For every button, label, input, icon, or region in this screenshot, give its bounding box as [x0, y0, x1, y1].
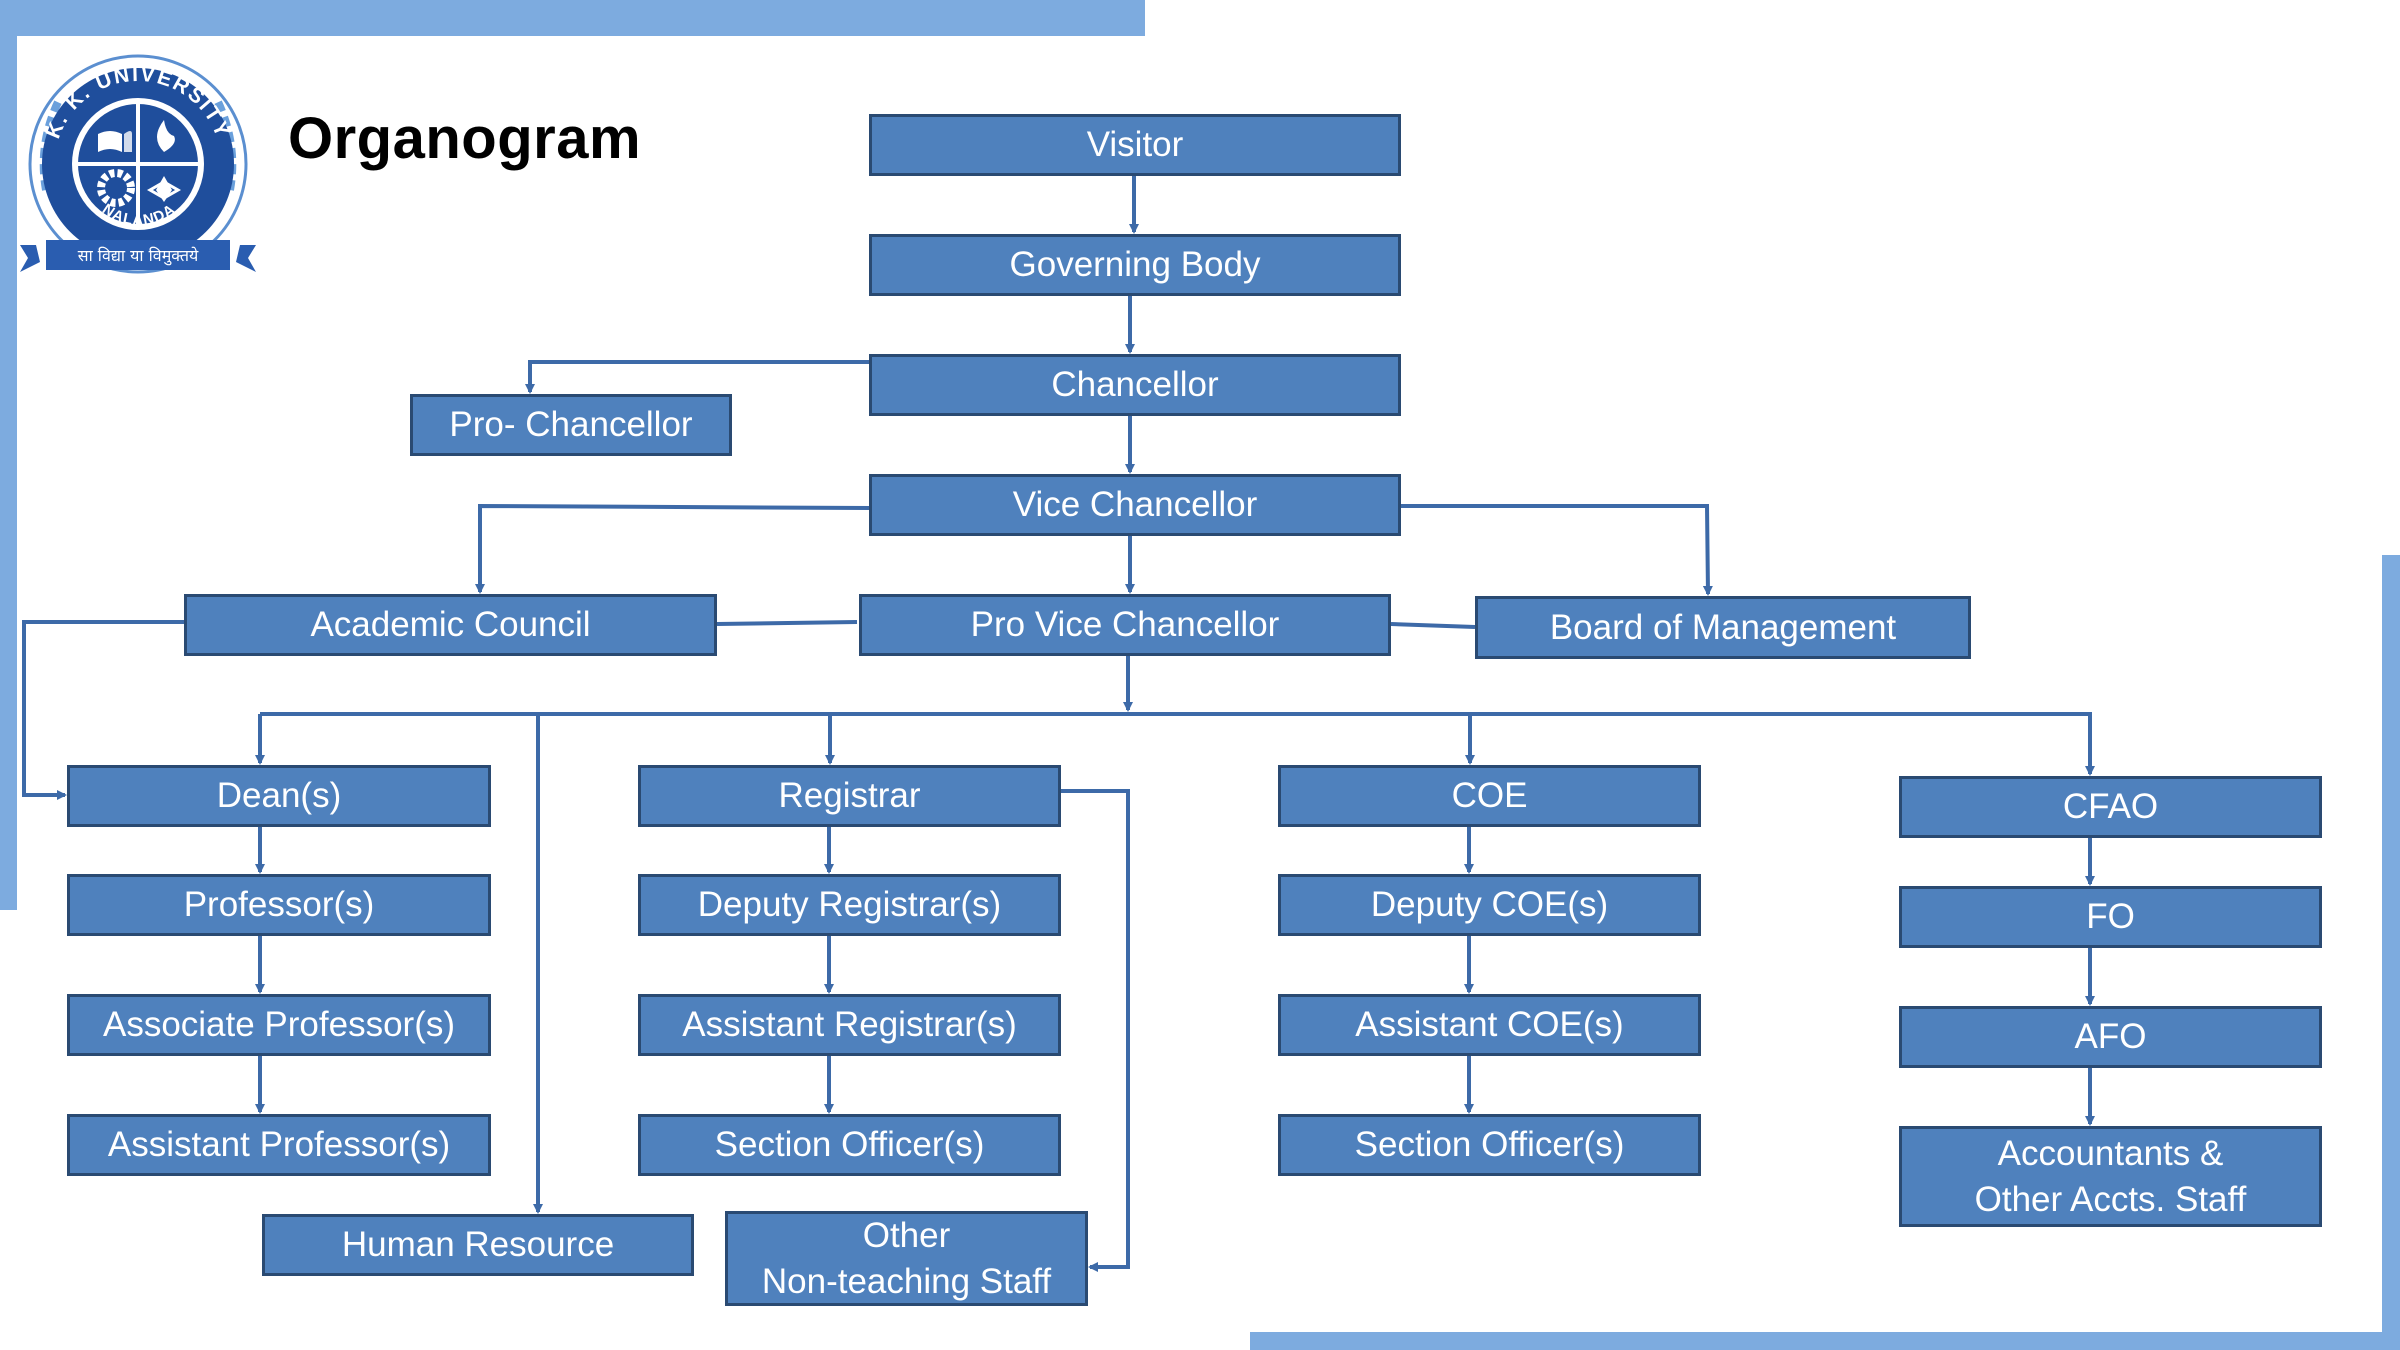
- connector-line: [716, 620, 858, 626]
- fo-box: FO: [1899, 886, 2322, 948]
- vice-chancellor-box: Vice Chancellor: [869, 474, 1401, 536]
- assistant-professors-box: Assistant Professor(s): [67, 1114, 491, 1176]
- logo-motto: सा विद्या या विमुक्तये: [78, 246, 199, 266]
- human-resource-box: Human Resource: [262, 1214, 694, 1276]
- afo-box: AFO: [1899, 1006, 2322, 1068]
- professors-box: Professor(s): [67, 874, 491, 936]
- section-officers-coe-box: Section Officer(s): [1278, 1114, 1701, 1176]
- deputy-coes-box: Deputy COE(s): [1278, 874, 1701, 936]
- visitor-box: Visitor: [869, 114, 1401, 176]
- cfao-box: CFAO: [1899, 776, 2322, 838]
- connector-line: [1390, 622, 1476, 629]
- pro-vice-chancellor-box: Pro Vice Chancellor: [859, 594, 1391, 656]
- registrar-box: Registrar: [638, 765, 1061, 827]
- deputy-registrars-box: Deputy Registrar(s): [638, 874, 1061, 936]
- connector-line: [1061, 789, 1130, 1272]
- governing-body-box: Governing Body: [869, 234, 1401, 296]
- assistant-coes-box: Assistant COE(s): [1278, 994, 1701, 1056]
- connector-line: [525, 360, 869, 394]
- associate-professors-box: Associate Professor(s): [67, 994, 491, 1056]
- right-accent-bar: [2382, 555, 2400, 1350]
- left-accent-bar: [0, 0, 17, 910]
- accountants-box: Accountants & Other Accts. Staff: [1899, 1126, 2322, 1227]
- bottom-accent-bar: [1250, 1332, 2400, 1350]
- page-title: Organogram: [288, 106, 642, 171]
- connector-line: [22, 620, 184, 800]
- top-accent-bar: [0, 0, 1145, 36]
- assistant-registrars-box: Assistant Registrar(s): [638, 994, 1061, 1056]
- university-logo: K. K. UNIVERSITY NALANDA सा विद्या या वि…: [18, 40, 258, 285]
- coe-box: COE: [1278, 765, 1701, 827]
- connector-line: [475, 503, 870, 594]
- section-officers-registrar-box: Section Officer(s): [638, 1114, 1061, 1176]
- other-non-teaching-staff-box: Other Non-teaching Staff: [725, 1211, 1088, 1306]
- connector-line: [1401, 504, 1713, 596]
- academic-council-box: Academic Council: [184, 594, 717, 656]
- deans-box: Dean(s): [67, 765, 491, 827]
- board-of-management-box: Board of Management: [1475, 596, 1971, 659]
- chancellor-box: Chancellor: [869, 354, 1401, 416]
- pro-chancellor-box: Pro- Chancellor: [410, 394, 732, 456]
